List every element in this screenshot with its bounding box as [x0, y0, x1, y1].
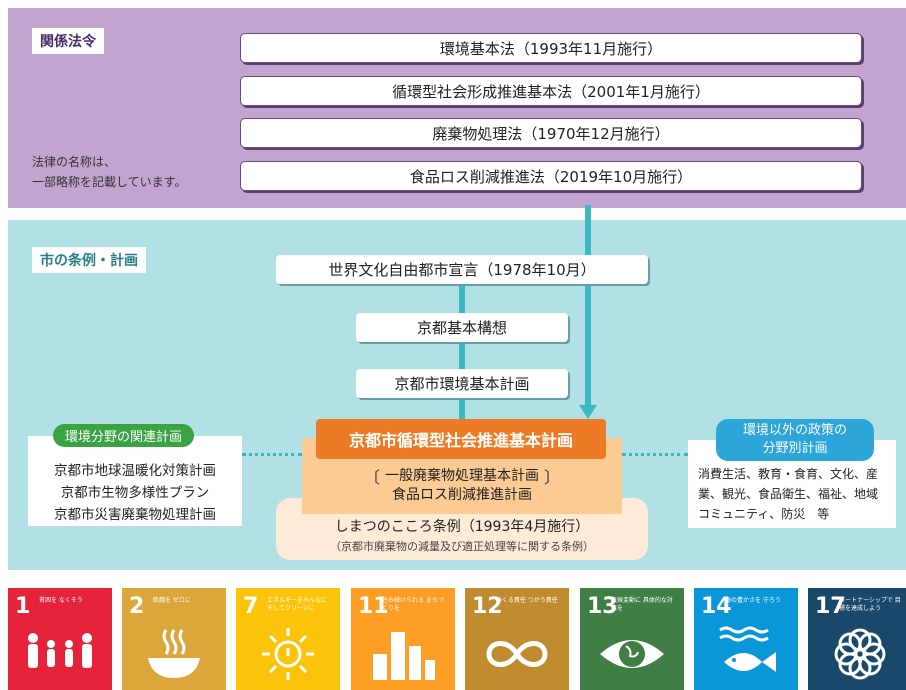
- sdg-tile-7: 7 エネルギーをみんなに そしてクリーンに: [236, 588, 340, 690]
- sdg-number: 2: [129, 594, 145, 619]
- declaration-box: 世界文化自由都市宣言（1978年10月）: [276, 255, 648, 284]
- city-tag: 市の条例・計画: [32, 247, 146, 273]
- law-to-plan-connector: [585, 205, 591, 407]
- sdg-title: 気候変動に 具体的な対策を: [611, 597, 673, 612]
- right-dotted-link: [622, 453, 688, 456]
- eye-earth-icon: [600, 640, 664, 668]
- ordinance-subtitle: （京都市廃棄物の減量及び適正処理等に関する条例）: [330, 540, 594, 553]
- plan-chain-connector: [459, 280, 465, 420]
- left-dotted-link: [242, 453, 302, 456]
- city-icon: [373, 632, 435, 680]
- law-note-line1: 法律の名称は、: [32, 155, 117, 169]
- sdg-tile-12: 12 つくる責任 つかう責任: [465, 588, 569, 690]
- laws-tag: 関係法令: [32, 28, 104, 54]
- sun-icon: [262, 628, 314, 680]
- sdg-tile-17: 17 パートナーシップで 目標を達成しよう: [808, 588, 906, 690]
- ordinance-title: しまつのこころ条例（1993年4月施行）: [334, 519, 590, 535]
- sdg-title: 住み続けられる まちづくりを: [382, 597, 444, 612]
- sdg-number: 14: [701, 594, 732, 619]
- env-plan-box: 京都市環境基本計画: [356, 369, 568, 398]
- env-plan-item: 京都市災害廃棄物処理計画: [54, 507, 216, 523]
- sdg-number: 17: [815, 594, 846, 619]
- law-box-2: 循環型社会形成推進基本法（2001年1月施行）: [240, 76, 862, 106]
- env-related-plans-card: 京都市地球温暖化対策計画 京都市生物多様性プラン 京都市災害廃棄物処理計画: [28, 436, 242, 526]
- sdg-number: 1: [15, 594, 31, 619]
- family-icon: [28, 633, 92, 668]
- env-plan-item: 京都市生物多様性プラン: [60, 485, 210, 501]
- sdg-tile-13: 13 気候変動に 具体的な対策を: [580, 588, 684, 690]
- env-related-label: 環境分野の関連計画: [53, 424, 195, 447]
- sdg-number: 11: [358, 594, 389, 619]
- flower-icon: [834, 628, 886, 680]
- other-policy-text: 消費生活、教育・食育、文化、産業、観光、食品衛生、福祉、地域コミュニティ、防災 …: [698, 467, 879, 521]
- law-box-3: 廃棄物処理法（1970年12月施行）: [240, 118, 862, 148]
- sdg-tile-2: 2 飢餓を ゼロに: [122, 588, 226, 690]
- law-box-1: 環境基本法（1993年11月施行）: [240, 33, 862, 63]
- sub-plan-2: 食品ロス削減推進計画: [392, 487, 532, 503]
- env-plan-item: 京都市地球温暖化対策計画: [54, 463, 216, 479]
- sdg-tile-14: 14 海の豊かさを 守ろう: [694, 588, 798, 690]
- law-box-4: 食品ロス削減推進法（2019年10月施行）: [240, 161, 862, 191]
- sub-plan-text: 一般廃棄物処理基本計画 食品ロス削減推進計画: [302, 467, 622, 505]
- sdg-title: 飢餓を ゼロに: [153, 597, 191, 604]
- concept-box: 京都基本構想: [356, 313, 568, 342]
- other-policy-label-line1: 環境以外の政策の: [742, 423, 847, 438]
- bracket-right-icon: 〕: [543, 468, 560, 487]
- sdg-number: 13: [587, 594, 618, 619]
- sdg-tile-11: 11 住み続けられる まちづくりを: [351, 588, 455, 690]
- sdg-number: 12: [472, 594, 503, 619]
- sub-plan-1: 一般廃棄物処理基本計画: [385, 468, 539, 484]
- fish-icon: [719, 626, 776, 672]
- sdg-tile-1: 1 貧困を なくそう: [8, 588, 112, 690]
- other-policy-label: 環境以外の政策の 分野別計画: [716, 419, 874, 461]
- other-policy-label-line2: 分野別計画: [762, 441, 828, 456]
- bowl-icon: [148, 629, 200, 678]
- law-note: 法律の名称は、 一部略称を記載しています。: [32, 152, 186, 192]
- infinity-icon: [486, 641, 548, 667]
- sdg-number: 7: [243, 594, 259, 619]
- bracket-left-icon: 〔: [364, 468, 381, 487]
- sdg-title: パートナーシップで 目標を達成しよう: [839, 597, 901, 612]
- arrow-down-icon: [579, 405, 597, 419]
- env-related-plans-list: 京都市地球温暖化対策計画 京都市生物多様性プラン 京都市災害廃棄物処理計画: [28, 460, 242, 526]
- sdg-title: エネルギーをみんなに そしてクリーンに: [267, 597, 328, 612]
- sdg-title: 海の豊かさを 守ろう: [725, 597, 781, 604]
- sdg-title: 貧困を なくそう: [39, 597, 83, 604]
- law-note-line2: 一部略称を記載しています。: [32, 175, 187, 189]
- sdg-title: つくる責任 つかう責任: [496, 597, 558, 604]
- main-plan-box: 京都市循環型社会推進基本計画: [316, 419, 606, 459]
